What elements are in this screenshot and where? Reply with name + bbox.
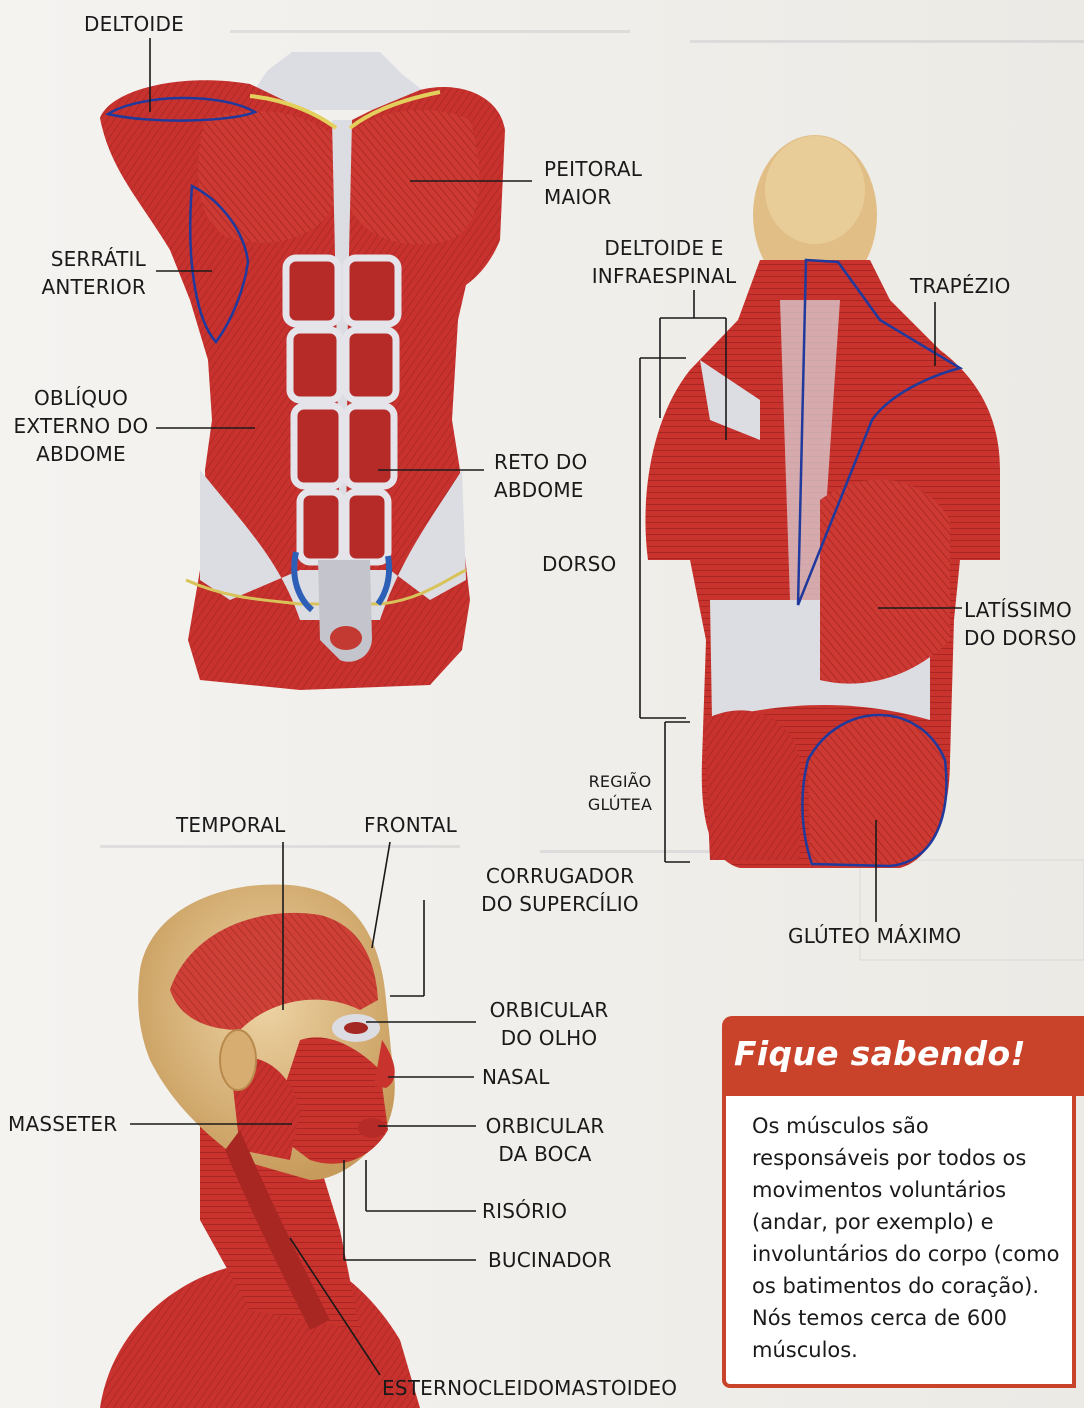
label-temporal: TEMPORAL <box>176 811 285 839</box>
label-risorio: RISÓRIO <box>482 1197 567 1225</box>
label-latissimo-dorso: LATÍSSIMO DO DORSO <box>964 596 1077 652</box>
label-deltoide: DELTOIDE <box>84 10 184 38</box>
info-box: Fique sabendo! Os músculos são responsáv… <box>722 1016 1084 1388</box>
label-serratil-anterior: SERRÁTIL ANTERIOR <box>30 245 146 301</box>
label-frontal: FRONTAL <box>364 811 457 839</box>
info-box-text: Os músculos são responsáveis por todos o… <box>752 1110 1072 1366</box>
label-dorso: DORSO <box>542 550 616 578</box>
label-gluteo-maximo: GLÚTEO MÁXIMO <box>788 922 961 950</box>
label-masseter: MASSETER <box>8 1110 117 1138</box>
label-nasal: NASAL <box>482 1063 550 1091</box>
label-bucinador: BUCINADOR <box>488 1246 612 1274</box>
label-trapezio: TRAPÉZIO <box>910 272 1011 300</box>
info-box-body: Os músculos são responsáveis por todos o… <box>722 1096 1076 1388</box>
label-esternocleidomastoideo: ESTERNOCLEIDOMASTOIDEO <box>382 1374 677 1402</box>
label-regiao-glutea: REGIÃO GLÚTEA <box>580 770 660 816</box>
info-box-header: Fique sabendo! <box>722 1016 1084 1096</box>
label-orbicular-boca: ORBICULAR DA BOCA <box>476 1112 614 1168</box>
label-deltoide-infraespinal: DELTOIDE E INFRAESPINAL <box>584 234 744 290</box>
label-reto-abdome: RETO DO ABDOME <box>494 448 587 504</box>
label-orbicular-olho: ORBICULAR DO OLHO <box>476 996 622 1052</box>
info-box-title: Fique sabendo! <box>734 1034 1026 1073</box>
label-peitoral-maior: PEITORAL MAIOR <box>544 155 642 211</box>
label-obliquo-externo: OBLÍQUO EXTERNO DO ABDOME <box>6 384 156 468</box>
label-corrugador: CORRUGADOR DO SUPERCÍLIO <box>470 862 650 918</box>
